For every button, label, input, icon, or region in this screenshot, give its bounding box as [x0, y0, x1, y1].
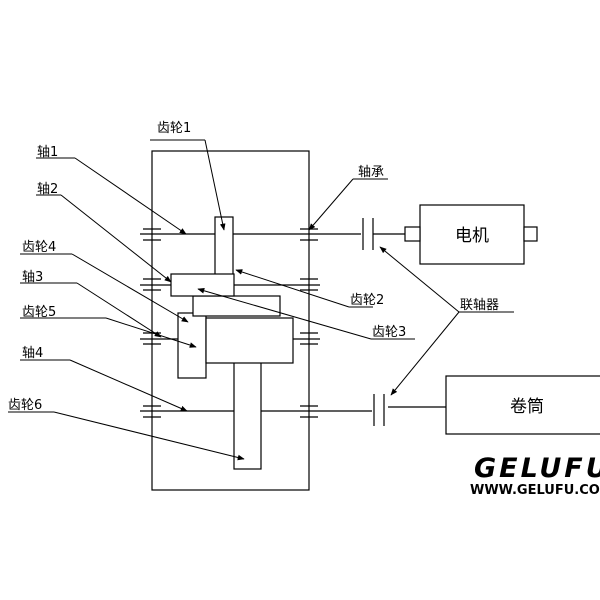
label-bearing: 轴承	[358, 165, 384, 180]
gear-2-shape	[170, 273, 235, 297]
gear-4-shape	[192, 295, 281, 317]
label-gear-4: 齿轮4	[22, 240, 56, 255]
gear-3-shape	[205, 317, 294, 364]
motor-stub-right	[523, 226, 538, 242]
label-gear-1: 齿轮1	[157, 121, 191, 136]
motor-box	[419, 204, 525, 265]
label-gear-2: 齿轮2	[350, 293, 384, 308]
gear-6-shape	[233, 361, 262, 470]
label-shaft-1: 轴1	[37, 145, 58, 160]
label-drum: 卷筒	[510, 397, 544, 417]
drum-box	[445, 375, 600, 435]
motor-stub-left	[404, 226, 421, 242]
label-coupling: 联轴器	[460, 298, 499, 313]
motor-coupling	[362, 218, 405, 250]
leader-lines	[8, 139, 514, 461]
label-gear-5: 齿轮5	[22, 305, 56, 320]
label-gear-3: 齿轮3	[372, 325, 406, 340]
watermark-brand: GELUFU	[474, 453, 600, 484]
drum-coupling	[373, 394, 385, 426]
watermark-url: WWW.GELUFU.COM	[470, 483, 600, 498]
label-shaft-4: 轴4	[22, 346, 43, 361]
label-motor: 电机	[455, 226, 489, 246]
gearbox-housing	[151, 150, 310, 491]
label-gear-6: 齿轮6	[8, 398, 42, 413]
label-shaft-2: 轴2	[37, 182, 58, 197]
label-shaft-3: 轴3	[22, 270, 43, 285]
